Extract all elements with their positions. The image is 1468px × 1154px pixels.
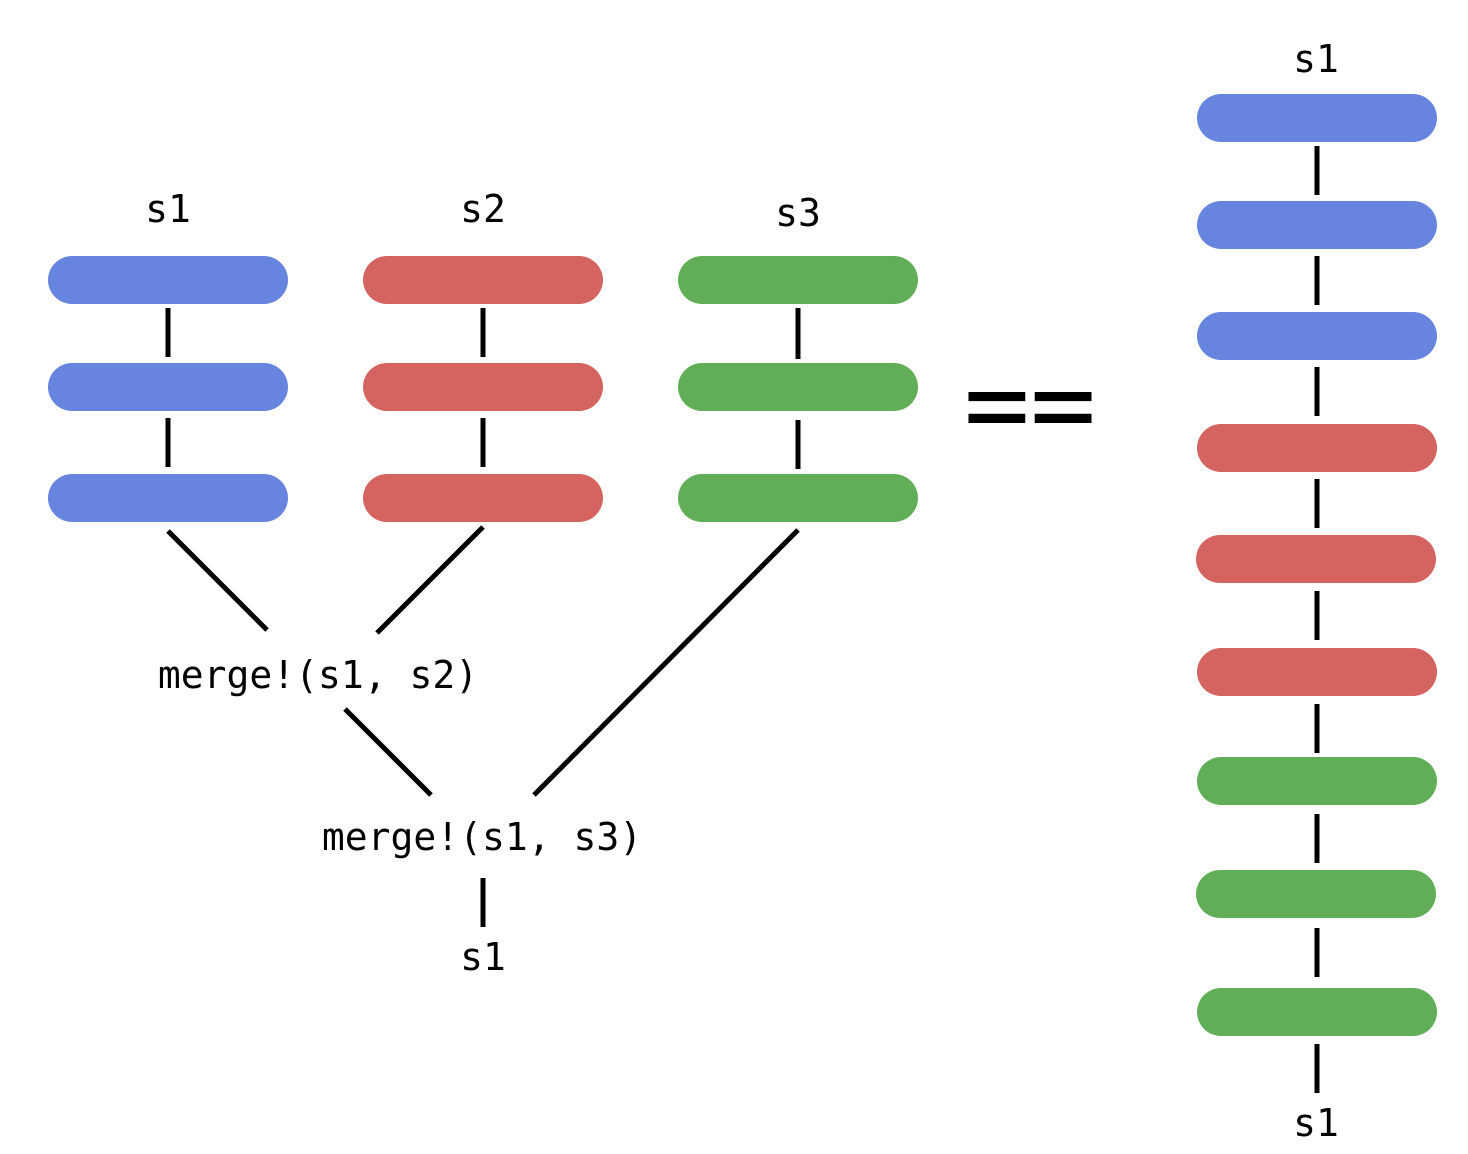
merge-result-label: s1 (460, 935, 506, 979)
merged-item-9 (1197, 988, 1437, 1036)
stack-s1-item-3 (48, 474, 288, 522)
stack-s3: s3 (678, 191, 918, 522)
stack-s1-item-2 (48, 363, 288, 411)
merged-stack: s1 s1 (1196, 37, 1437, 1145)
merged-item-5 (1196, 535, 1436, 583)
merged-item-7 (1197, 757, 1437, 805)
stack-s2: s2 (363, 187, 603, 522)
stack-s3-label: s3 (775, 191, 821, 235)
merged-item-4 (1197, 424, 1437, 472)
stack-s3-item-2 (678, 363, 918, 411)
stack-s1: s1 (48, 187, 288, 522)
merged-item-3 (1197, 312, 1437, 360)
edge-s2-to-merge1 (375, 525, 485, 635)
equals-sign: == (964, 340, 1096, 468)
merged-item-6 (1197, 648, 1437, 696)
merged-bottom-label: s1 (1293, 1101, 1339, 1145)
stack-s3-item-3 (678, 474, 918, 522)
stack-s1-item-1 (48, 256, 288, 304)
merged-item-8 (1196, 870, 1436, 918)
merged-item-2 (1197, 201, 1437, 249)
stack-s2-item-1 (363, 256, 603, 304)
merge-second-label: merge!(s1, s3) (322, 815, 642, 859)
stack-s3-item-1 (678, 256, 918, 304)
stack-s2-item-2 (363, 363, 603, 411)
merge-first-label: merge!(s1, s2) (158, 653, 478, 697)
edge-s3-to-merge2 (532, 528, 800, 797)
stack-s1-label: s1 (145, 187, 191, 231)
edge-s1-to-merge1 (166, 529, 269, 632)
edge-merge1-to-merge2 (343, 707, 433, 797)
stack-s2-item-3 (363, 474, 603, 522)
stack-s2-label: s2 (460, 187, 506, 231)
merged-item-1 (1197, 94, 1437, 142)
merged-top-label: s1 (1293, 37, 1339, 81)
